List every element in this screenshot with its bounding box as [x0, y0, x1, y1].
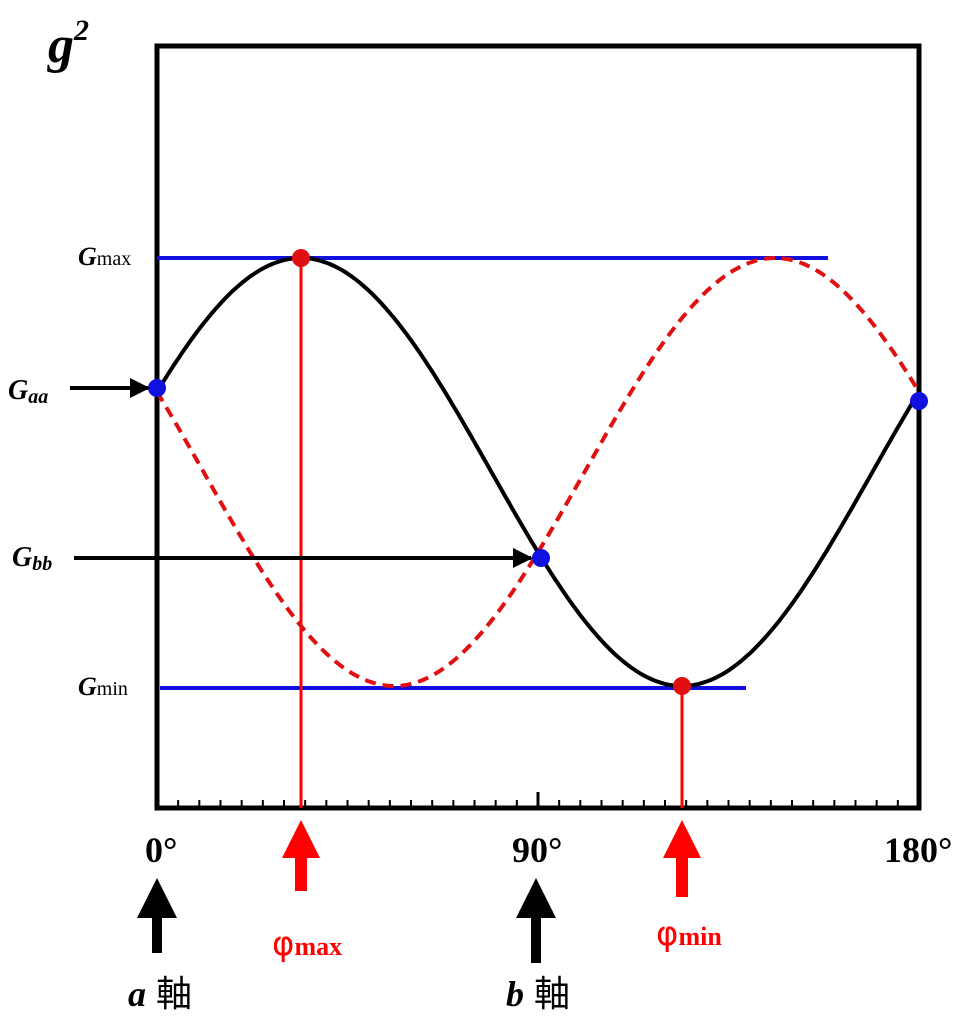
x-tick-0: 0° — [145, 830, 177, 870]
point-gbb — [532, 549, 550, 567]
a-axis-arrow — [137, 878, 177, 953]
a-axis-text: 軸 — [156, 974, 192, 1015]
label-gmax: Gmax — [78, 242, 131, 271]
point-gmax — [292, 249, 310, 267]
label-gmax-sub: max — [97, 248, 131, 270]
label-gbb-symbol: G — [12, 542, 32, 573]
phi-min-sub: min — [678, 922, 722, 951]
phi-max-sub: max — [294, 932, 342, 961]
y-axis-label: g2 — [47, 14, 89, 74]
minor-ticks — [155, 792, 921, 808]
label-gaa-sub: aa — [28, 386, 48, 408]
b-axis-letter: b — [506, 974, 524, 1014]
label-gmin: Gmin — [78, 672, 128, 701]
b-axis-arrow — [516, 878, 556, 963]
phi-min-label: φmin — [656, 914, 722, 954]
point-gaa-left — [148, 379, 166, 397]
x-tick-180: 180° — [884, 830, 952, 870]
plot-frame — [154, 43, 922, 811]
curve-dashed — [155, 255, 921, 689]
phi-max-label: φmax — [272, 924, 342, 964]
label-gbb-sub: bb — [32, 553, 52, 575]
phi-max-marker — [282, 820, 320, 891]
x-tick-90: 90° — [512, 830, 562, 870]
label-gaa: Gaa — [8, 375, 48, 408]
point-gmin — [673, 677, 691, 695]
phi-min-symbol: φ — [656, 914, 678, 954]
label-gbb: Gbb — [12, 542, 52, 575]
label-gmax-symbol: G — [78, 242, 97, 271]
b-axis-text: 軸 — [534, 974, 570, 1015]
label-gaa-symbol: G — [8, 375, 28, 406]
phi-min-marker — [663, 820, 701, 897]
point-gaa-right — [910, 392, 928, 410]
a-axis-letter: a — [128, 974, 146, 1014]
y-axis-label-base: g — [47, 17, 74, 74]
label-gmin-symbol: G — [78, 672, 97, 701]
curve-solid — [155, 255, 921, 689]
phi-max-symbol: φ — [272, 924, 294, 964]
label-gmin-sub: min — [97, 678, 128, 700]
y-axis-label-exponent: 2 — [73, 14, 89, 47]
